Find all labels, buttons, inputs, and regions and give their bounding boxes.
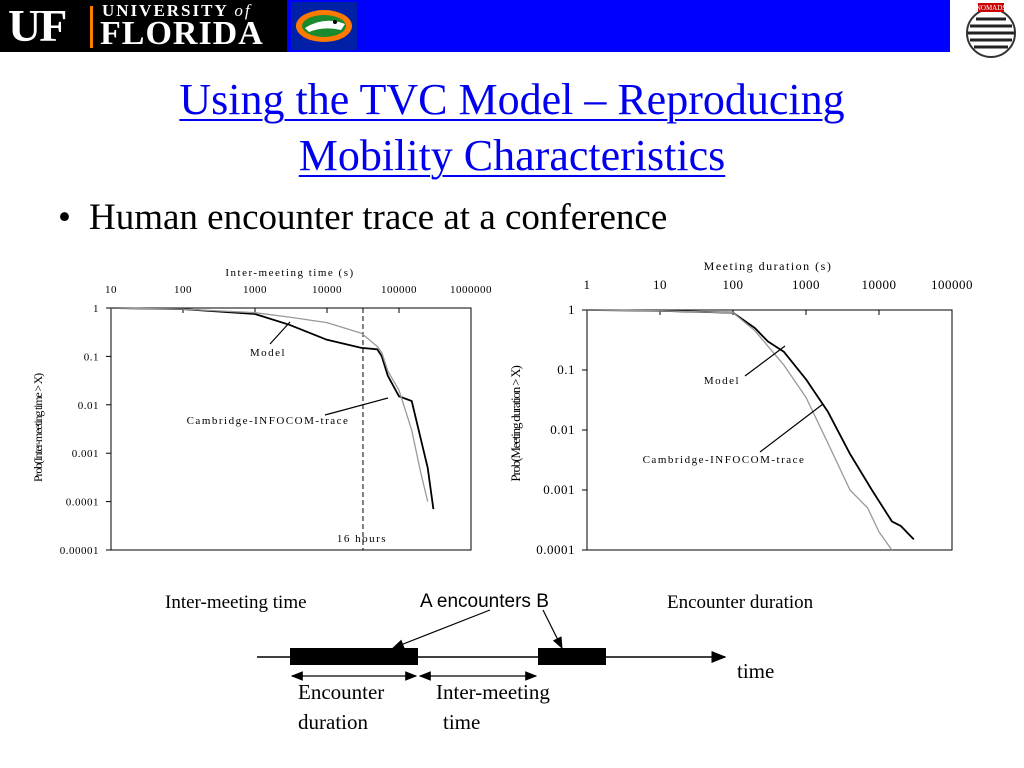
series-line-trace bbox=[110, 307, 429, 502]
y-tick-label: 0.01 bbox=[78, 400, 99, 412]
x-tick-label: 10000 bbox=[312, 284, 342, 296]
y-axis-title: Prob(Meeting duration > X) bbox=[508, 366, 523, 482]
series-line-trace bbox=[586, 309, 893, 551]
annotation-model-label: Model bbox=[250, 347, 286, 359]
time-label: time bbox=[737, 659, 774, 683]
encounter-label-line1: Encounter bbox=[298, 680, 384, 704]
y-tick-label: 1 bbox=[568, 302, 575, 317]
bullet-text: Human encounter trace at a conference bbox=[88, 197, 668, 238]
x-tick-label: 1 bbox=[584, 277, 591, 292]
meeting-duration-chart: Meeting duration (s) Prob(Meeting durati… bbox=[508, 259, 973, 557]
x-tick-label: 100000 bbox=[931, 277, 973, 292]
gator-logo bbox=[291, 2, 357, 50]
y-tick-label: 0.01 bbox=[550, 422, 575, 437]
annotation-trace-label: Cambridge-INFOCOM-trace bbox=[643, 454, 806, 466]
caption-encounter-duration: Encounter duration bbox=[667, 592, 814, 613]
y-tick-label: 0.001 bbox=[72, 448, 99, 460]
y-tick-label: 0.1 bbox=[557, 362, 575, 377]
uf-logo: UF UNIVERSITY of FLORIDA bbox=[0, 0, 287, 52]
caption-a-encounters-b: A encounters B bbox=[420, 591, 549, 612]
slide-title: Using the TVC Model – Reproducing Mobili… bbox=[0, 72, 1024, 184]
encounter-bar-1 bbox=[290, 648, 418, 665]
x-tick-label: 1000000 bbox=[450, 284, 492, 296]
annotation-trace-arrow bbox=[324, 397, 389, 416]
x-axis-title: Meeting duration (s) bbox=[704, 259, 833, 273]
encounter-bar-2 bbox=[538, 648, 606, 665]
arrow-to-encounter-1 bbox=[391, 609, 491, 649]
x-axis-title: Inter-meeting time (s) bbox=[225, 267, 354, 279]
y-tick-label: 0.0001 bbox=[536, 542, 575, 557]
annotation-model-arrow bbox=[744, 345, 786, 377]
y-axis-title: Prob(Inter-meeting time > X) bbox=[31, 373, 45, 482]
charts-canvas: Inter-meeting time (s) Prob(Inter-meetin… bbox=[31, 259, 973, 557]
y-tick-label: 0.001 bbox=[543, 482, 575, 497]
annotation-trace-label: Cambridge-INFOCOM-trace bbox=[187, 415, 350, 427]
timeline-diagram: time Encounter duration Inter-meeting ti… bbox=[257, 609, 774, 734]
arrow-to-encounter-2 bbox=[542, 609, 563, 650]
title-line-1: Using the TVC Model – Reproducing bbox=[179, 75, 845, 124]
svg-text:NOMADS: NOMADS bbox=[976, 4, 1006, 12]
y-tick-label: 0.1 bbox=[84, 351, 99, 363]
plot-frame bbox=[586, 309, 953, 551]
annotation-16-hours: 16 hours bbox=[337, 533, 387, 545]
annotation-model-label: Model bbox=[704, 375, 740, 387]
inter-meeting-chart: Inter-meeting time (s) Prob(Inter-meetin… bbox=[31, 267, 492, 557]
plot-frame bbox=[110, 307, 472, 551]
x-tick-label: 10 bbox=[105, 284, 117, 296]
series-line-model bbox=[110, 307, 435, 510]
x-tick-label: 10 bbox=[653, 277, 667, 292]
bullet-item: • Human encounter trace at a conference bbox=[58, 196, 667, 239]
x-tick-label: 1000 bbox=[792, 277, 820, 292]
x-tick-label: 10000 bbox=[862, 277, 897, 292]
annotation-model-arrow bbox=[269, 321, 291, 345]
intermeeting-label-line1: Inter-meeting bbox=[436, 680, 550, 704]
x-tick-label: 100 bbox=[723, 277, 744, 292]
title-line-2: Mobility Characteristics bbox=[298, 131, 726, 180]
x-tick-label: 1000 bbox=[243, 284, 267, 296]
nomads-logo: NOMADS bbox=[958, 0, 1024, 62]
y-tick-label: 0.00001 bbox=[60, 545, 99, 557]
annotation-trace-arrow bbox=[759, 403, 824, 453]
intermeeting-label-line2: time bbox=[443, 710, 480, 734]
x-tick-label: 100000 bbox=[381, 284, 417, 296]
y-tick-label: 1 bbox=[93, 303, 99, 315]
caption-inter-meeting: Inter-meeting time bbox=[165, 592, 307, 613]
bullet-dot: • bbox=[58, 197, 71, 238]
y-tick-label: 0.0001 bbox=[66, 497, 99, 509]
encounter-label-line2: duration bbox=[298, 710, 368, 734]
x-tick-label: 100 bbox=[174, 284, 192, 296]
